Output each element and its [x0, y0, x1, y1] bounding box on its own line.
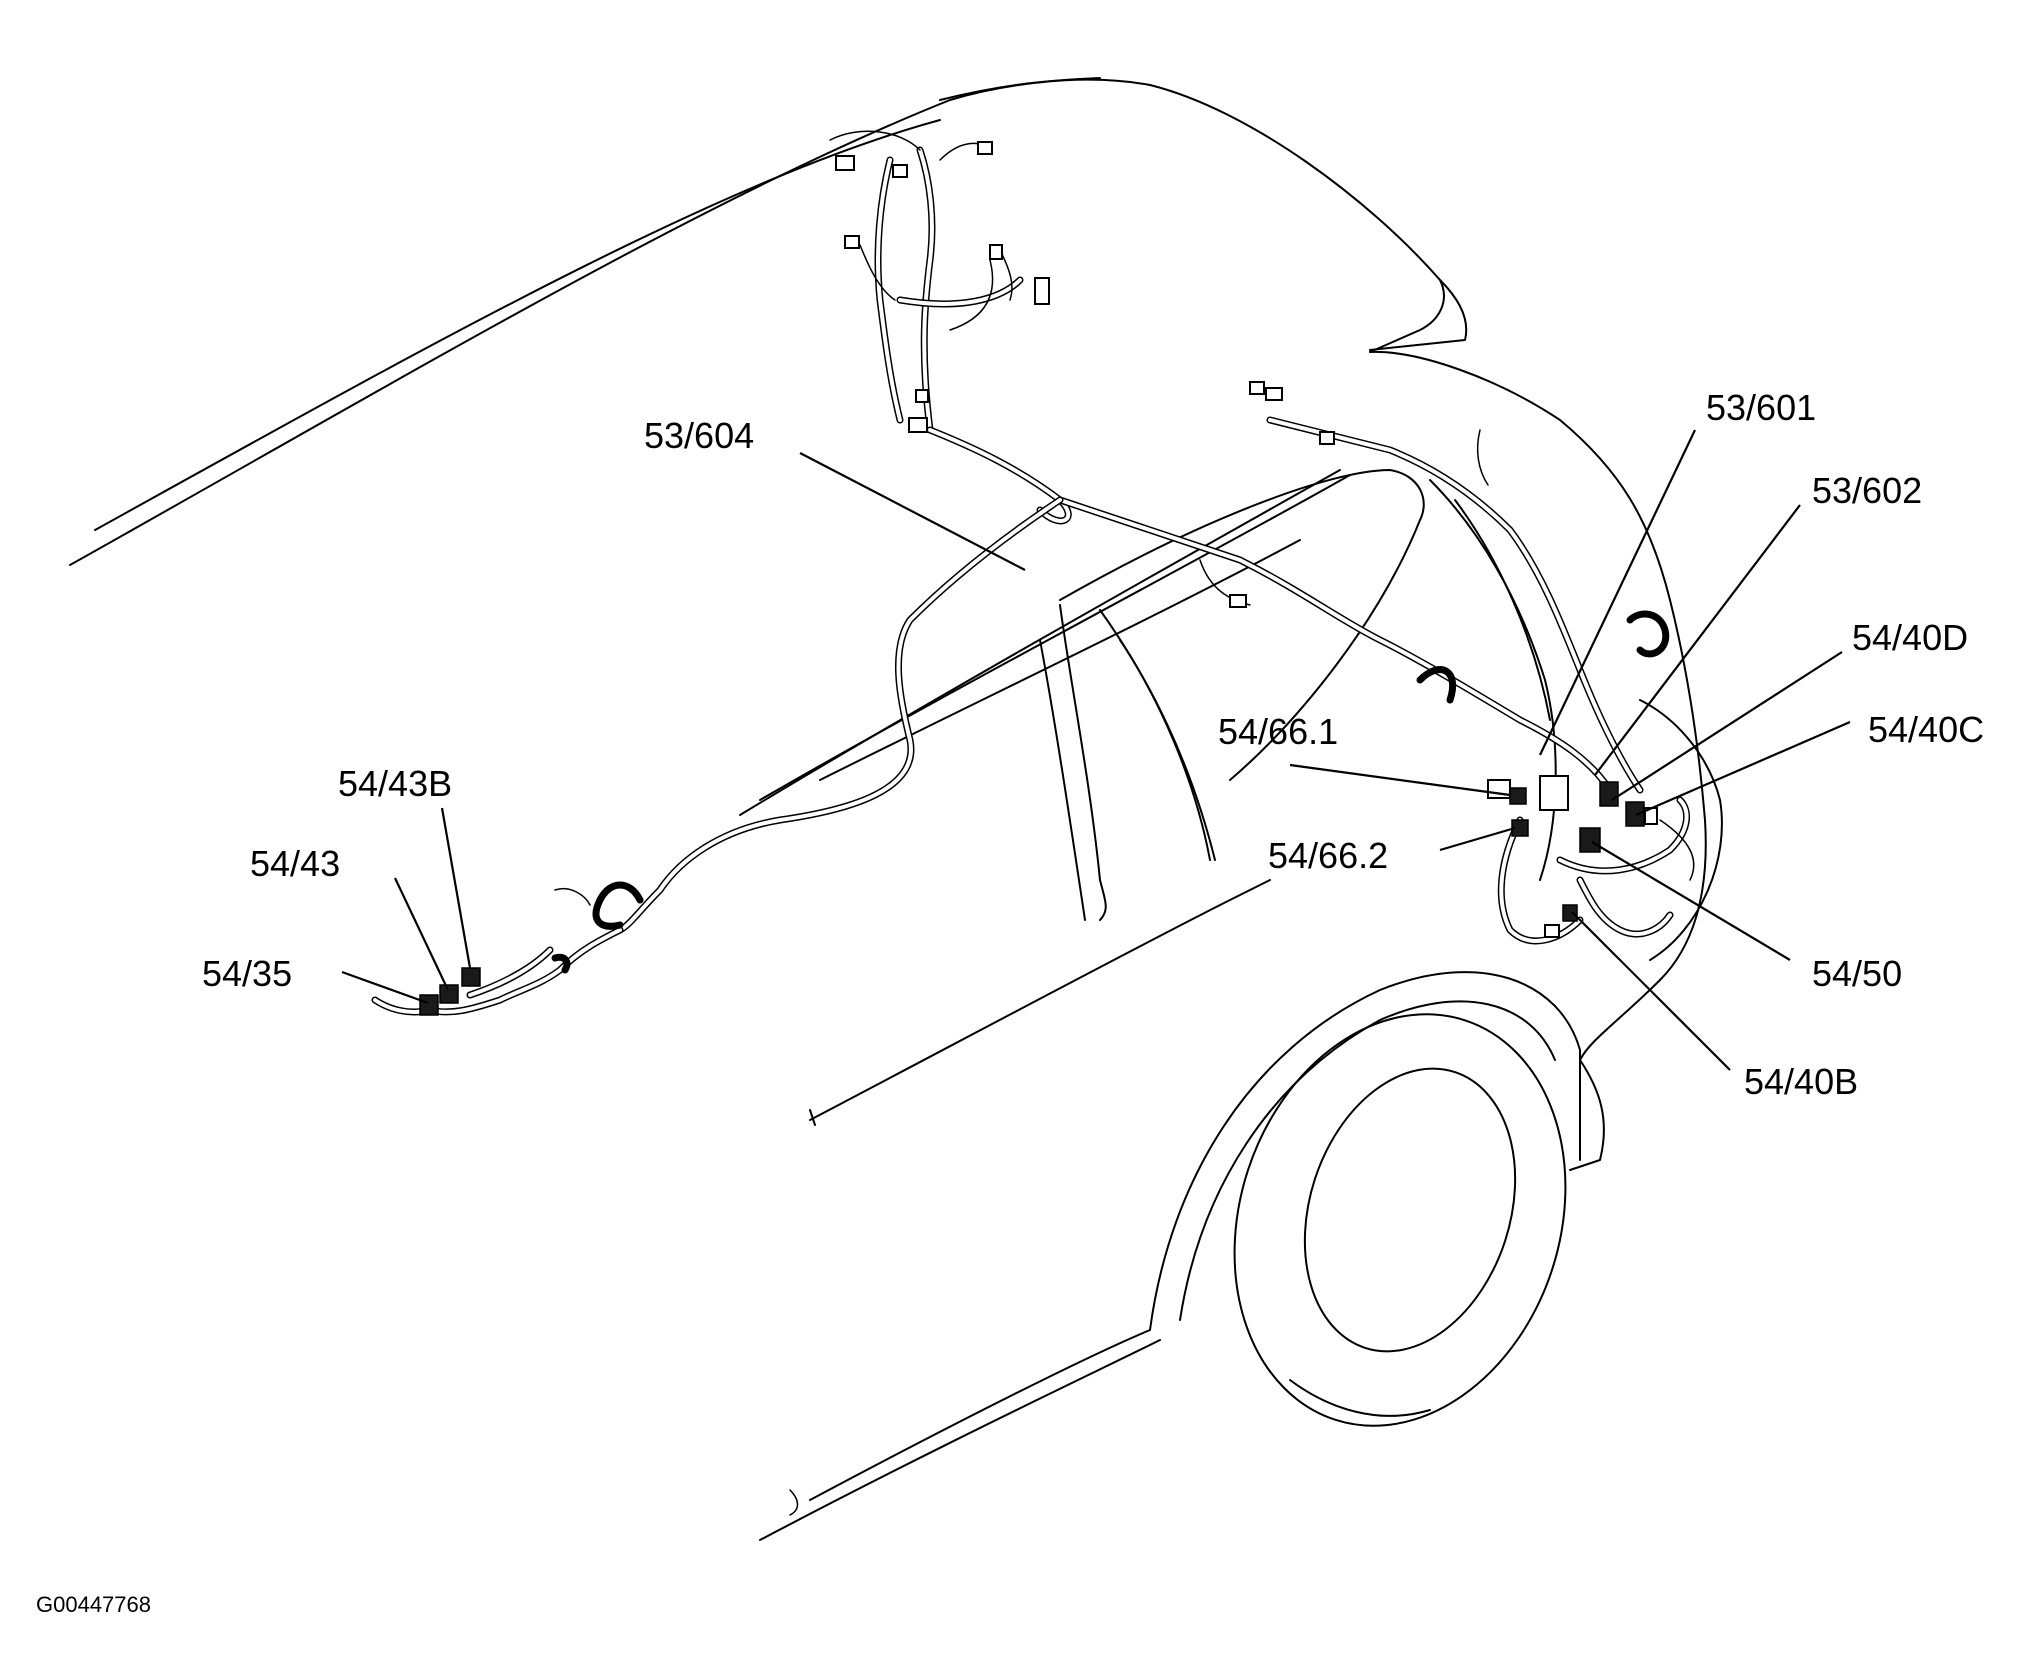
body-side-molding [819, 539, 1301, 781]
wiring-harness [371, 130, 1695, 1016]
connector-headliner-5 [989, 244, 1003, 260]
connectors [419, 141, 1658, 1016]
leader-54-66-1 [1289, 763, 1511, 797]
quarter-upper-tail [1476, 429, 1489, 486]
harness-long-run [616, 496, 1064, 934]
connector-54-40D [1599, 781, 1619, 807]
roof-edge-inner [94, 119, 941, 531]
callout-54-66-1: 54/66.1 [1218, 711, 1338, 752]
tire-tread-edge [1289, 1379, 1431, 1417]
tailgate-edge [1659, 599, 1707, 981]
quarter-wire-right [1659, 819, 1695, 881]
harness-quarter-hook [1626, 610, 1670, 658]
connector-headliner-6 [1034, 277, 1050, 305]
callout-54-66-2: 54/66.2 [1268, 835, 1388, 876]
harness-front-loop [592, 881, 644, 930]
c-pillar-outer [1059, 604, 1107, 921]
callout-54-40D: 54/40D [1852, 617, 1968, 658]
door-sill-line [809, 879, 1271, 1121]
leader-54-43 [394, 877, 449, 991]
connector-54-50 [1579, 827, 1601, 853]
callout-54-43B: 54/43B [338, 763, 452, 804]
leader-lines [341, 429, 1851, 1071]
harness-roof-loop [1416, 666, 1457, 704]
harness-front-sleeve [551, 953, 571, 974]
leader-54-35 [341, 970, 429, 1005]
connector-roof-mid [1229, 594, 1247, 608]
connector-54-43B [461, 967, 481, 987]
connector-54-40B [1562, 904, 1578, 922]
callout-labels: 53/604 53/601 53/602 54/40D 54/40C 54/66… [202, 387, 1984, 1102]
connector-quarter-top-3 [1319, 431, 1335, 445]
callout-54-35: 54/35 [202, 953, 292, 994]
headliner-wire-1 [829, 130, 921, 151]
callout-54-43: 54/43 [250, 843, 340, 884]
connector-headliner-2 [892, 164, 908, 178]
front-run-pigtail [554, 888, 591, 906]
vehicle-body-outline [69, 77, 1723, 1541]
rear-tire-outer [1233, 1013, 1567, 1427]
rocker-small-mark [789, 1489, 799, 1516]
connector-53-601-block [1539, 775, 1569, 811]
c-pillar-inner [1039, 639, 1086, 921]
connector-headliner-3 [977, 141, 993, 155]
door-sill-line-lower [809, 1109, 816, 1126]
callout-54-50: 54/50 [1812, 953, 1902, 994]
connector-headliner-7 [908, 417, 928, 433]
callout-53-604: 53/604 [644, 415, 754, 456]
wheel-arch-outer [1149, 971, 1581, 1331]
rear-roof-spoiler [939, 78, 1468, 351]
rear-fender-edge [1579, 979, 1661, 1061]
connector-54-40C [1625, 801, 1645, 827]
wheel-arch-inner [1179, 1000, 1556, 1321]
connector-headliner-4 [844, 235, 860, 249]
roof-edge-outer [69, 77, 1101, 566]
tailgate-inner [1639, 699, 1723, 961]
leader-54-43B [440, 807, 472, 969]
lower-body-line [759, 1339, 1161, 1541]
rear-tire-rim [1303, 1067, 1517, 1353]
callout-53-602: 53/602 [1812, 470, 1922, 511]
rear-quarter-glass [1059, 469, 1425, 781]
leader-54-66-2 [1439, 826, 1516, 852]
leader-54-40B [1571, 911, 1731, 1071]
connector-54-35 [419, 994, 439, 1016]
connector-quarter-lower [1544, 924, 1560, 938]
inner-quarter-panel [1429, 479, 1557, 881]
leader-54-50 [1591, 841, 1791, 961]
callout-53-601: 53/601 [1706, 387, 1816, 428]
quarter-panel-trim [1454, 499, 1551, 721]
rear-bumper [1569, 1059, 1605, 1171]
connector-54-66-1-body [1509, 787, 1527, 805]
headliner-wire-3 [859, 244, 896, 301]
callout-54-40B: 54/40B [1744, 1061, 1858, 1102]
connector-headliner-8 [915, 389, 929, 403]
rocker-line [809, 1329, 1151, 1501]
leader-53-602 [1594, 504, 1801, 776]
rear-side-window-line [739, 469, 1341, 816]
leader-53-604 [799, 452, 1026, 571]
connector-quarter-top-1 [1249, 381, 1265, 395]
connector-quarter-top-2 [1265, 387, 1283, 401]
leader-54-40D [1611, 651, 1843, 801]
spoiler-lower-edge [1369, 279, 1445, 353]
leader-53-601 [1539, 429, 1696, 756]
callout-54-40C: 54/40C [1868, 709, 1984, 750]
b-pillar [1099, 609, 1216, 861]
connector-54-43 [439, 984, 459, 1004]
rear-window-top [1369, 350, 1671, 601]
rear-door-window-back [1119, 639, 1211, 861]
harness-front-lower-b [466, 946, 554, 999]
leader-54-40C [1635, 720, 1851, 817]
headliner-wire-5 [949, 259, 994, 331]
connector-headliner-1 [835, 155, 855, 171]
document-id: G00447768 [36, 1592, 151, 1617]
